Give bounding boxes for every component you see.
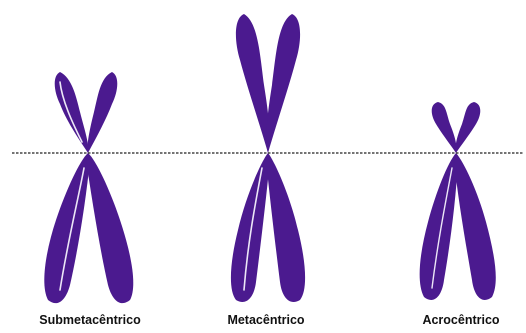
chromatid-lower-left [420,153,458,300]
chromatid-upper-left [236,14,270,153]
acrocentric-label: Acrocêntrico [422,313,499,327]
metacentric-label: Metacêntrico [227,313,304,327]
chromatid-upper-right [87,72,117,153]
chromatid-upper-left [432,102,457,153]
submetacentric-label: Submetacêntrico [39,313,140,327]
chromatid-lower-right [86,153,133,303]
metacentric-chromosome [231,14,305,302]
submetacentric-chromosome [44,72,133,303]
chromatid-upper-right [266,14,300,153]
chromatid-lower-right [266,153,305,302]
chromatid-upper-right [455,102,480,153]
chromatid-lower-left [231,153,270,302]
chromatid-lower-right [454,153,496,300]
acrocentric-chromosome [420,102,496,300]
